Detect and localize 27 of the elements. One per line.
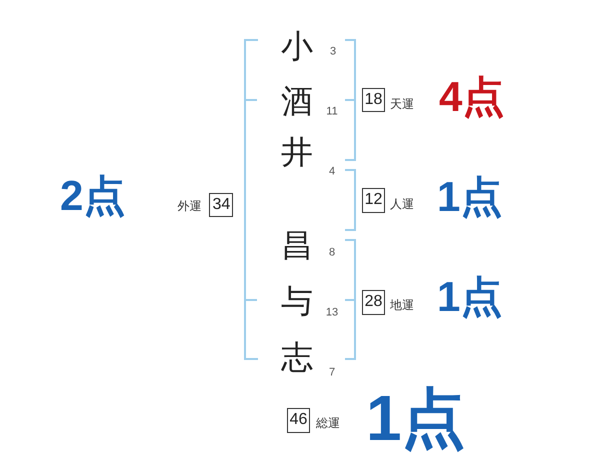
number-box: 12 — [362, 188, 385, 212]
fortune-label: 人運 — [390, 198, 414, 210]
number-box: 46 — [287, 408, 310, 432]
stroke-count: 8 — [328, 248, 336, 258]
stroke-count: 13 — [326, 308, 338, 318]
kanji-character: 与 — [281, 285, 313, 317]
score-text: 1点 — [437, 276, 502, 318]
number-box: 28 — [362, 290, 385, 314]
kanji-character: 昌 — [281, 229, 313, 261]
score-text: 1点 — [437, 176, 502, 218]
score-text: 1点 — [366, 386, 466, 450]
fortune-label: 地運 — [390, 299, 414, 311]
stroke-count: 11 — [326, 106, 338, 118]
number-box: 18 — [362, 88, 385, 112]
kanji-character: 酒 — [281, 85, 313, 117]
kanji-character: 井 — [281, 136, 313, 168]
fortune-label: 天運 — [390, 98, 414, 110]
score-text: 2点 — [60, 175, 126, 217]
stroke-count: 4 — [328, 166, 336, 178]
fortune-label: 外運 — [177, 200, 202, 212]
number-box: 34 — [209, 193, 234, 217]
fortune-label: 総運 — [316, 417, 340, 429]
stroke-count: 7 — [328, 368, 336, 378]
score-text: 4点 — [439, 76, 504, 118]
kanji-character: 志 — [281, 341, 313, 373]
stroke-count: 3 — [330, 46, 336, 58]
kanji-character: 小 — [281, 30, 313, 62]
